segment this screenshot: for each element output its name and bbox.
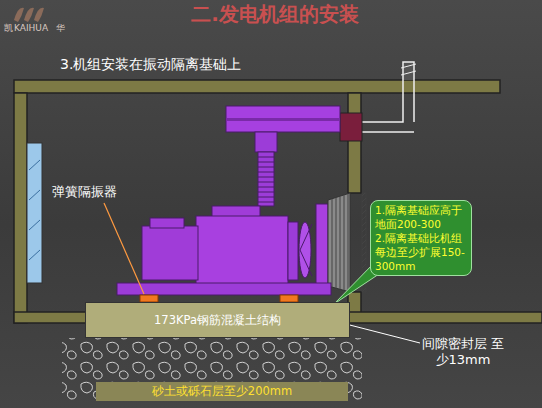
subtitle: 3.机组安装在振动隔离基础上	[60, 56, 241, 73]
radiator	[316, 204, 328, 286]
fan-hub	[288, 222, 298, 280]
leader-line	[338, 322, 420, 343]
logo-text: KAIHUA	[14, 23, 48, 34]
dimension-note: 间隙密封层 至少13mm	[418, 336, 508, 367]
duct-fold	[344, 195, 345, 290]
muffler	[226, 106, 340, 132]
pipe-ring	[258, 182, 274, 183]
left-wall	[14, 93, 27, 323]
pipe-ring	[258, 197, 274, 198]
pipe-ring	[258, 177, 274, 178]
node-text: 砂土或砾石层至少200mm	[96, 384, 348, 399]
part-label: 弹簧隔振器	[52, 184, 117, 200]
duct-fold	[348, 194, 349, 291]
pipe-ring	[258, 202, 274, 203]
spring-isolator	[280, 295, 298, 302]
muffler-band	[226, 118, 340, 121]
floor-slab	[334, 312, 542, 323]
logo-text: 华	[56, 23, 65, 34]
pipe-ring	[258, 167, 274, 168]
right-wall	[348, 93, 361, 193]
engine-block	[196, 216, 288, 284]
node-text: 1.隔离基础应高于地面200-300	[375, 204, 467, 232]
leader-line	[104, 203, 144, 294]
alternator	[142, 226, 198, 280]
rain-cap	[401, 64, 416, 75]
pipe-ring	[258, 172, 274, 173]
slide-title: 二.发电机组的安装	[150, 2, 400, 26]
window	[27, 143, 42, 283]
duct-fold	[332, 199, 333, 287]
pipe-ring	[258, 187, 274, 188]
pipe-ring	[258, 157, 274, 158]
control-box	[150, 218, 184, 228]
flexible-duct	[328, 193, 350, 292]
flexible-pipe-rings	[258, 157, 274, 202]
gravel-bed	[62, 338, 362, 400]
spring-isolator	[140, 295, 158, 302]
duct-fold	[340, 196, 341, 289]
duct-fold	[336, 198, 337, 289]
fan-blade	[300, 224, 312, 276]
fan	[299, 222, 311, 278]
node-text: 173KPa钢筋混凝土结构	[86, 313, 349, 328]
note-box: 1.隔离基础应高于地面200-3002.隔离基础比机组每边至少扩展150-300…	[370, 200, 472, 276]
window-glint	[29, 160, 40, 260]
node-text: 2.隔离基础比机组每边至少扩展150-300mm	[375, 232, 467, 272]
foundation-block: 173KPa钢筋混凝土结构	[85, 302, 350, 338]
flexible-duct-folds	[332, 194, 348, 291]
flexible-pipe	[258, 152, 274, 206]
pipe-neck	[255, 132, 277, 152]
logo-text: 凯	[4, 23, 13, 34]
base-frame	[117, 283, 331, 295]
sand-layer-band: 砂土或砾石层至少200mm	[96, 382, 348, 401]
wall-sleeve	[340, 113, 362, 141]
roof-slab	[14, 80, 500, 93]
pipe-ring	[258, 162, 274, 163]
pipe-ring	[258, 192, 274, 193]
logo-mark	[14, 8, 44, 22]
